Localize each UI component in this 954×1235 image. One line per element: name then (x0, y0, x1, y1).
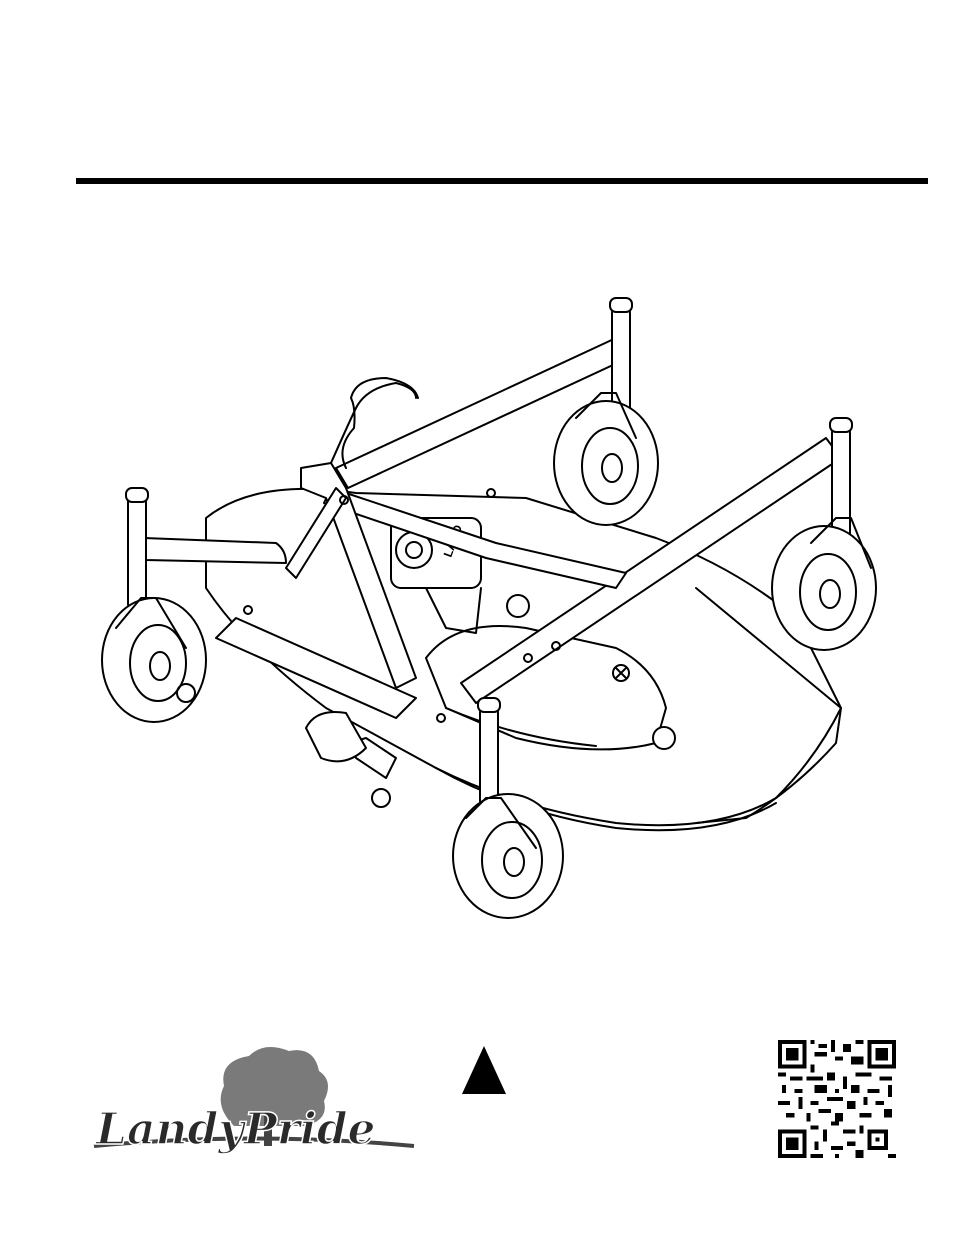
caster-wheel-left (102, 598, 206, 722)
caster-post-left (126, 488, 148, 608)
caster-wheel-right (772, 526, 876, 650)
left-arm (144, 538, 286, 563)
caster-post-rear (610, 298, 632, 418)
mower-illustration: LAND (96, 288, 896, 938)
caster-wheel-rear (554, 401, 658, 525)
title-rule (76, 178, 928, 184)
qr-code (778, 1040, 896, 1158)
landpride-logo: LandyPride (84, 1036, 424, 1166)
warning-triangle-icon (460, 1044, 508, 1098)
logo-wordmark: LandyPride (94, 1104, 376, 1155)
caster-wheel-front (453, 794, 563, 918)
